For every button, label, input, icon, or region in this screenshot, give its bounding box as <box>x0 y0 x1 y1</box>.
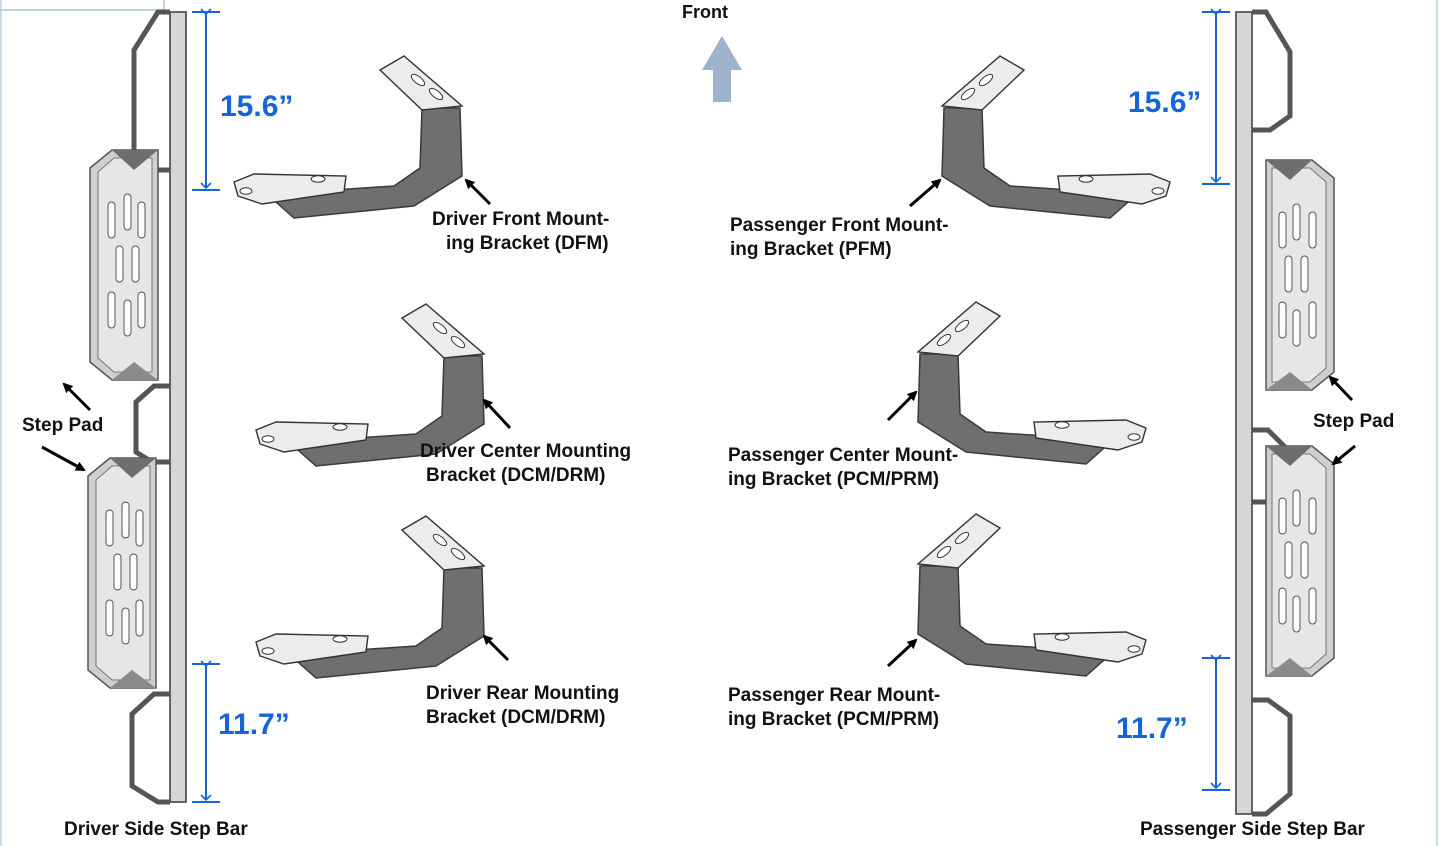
driver-dim-top-line <box>192 8 220 191</box>
driver-front-bracket-label: Driver Front Mount-ing Bracket (DFM) <box>432 209 610 254</box>
passenger-front-bracket-label: Passenger Front Mount-ing Bracket (PFM) <box>730 215 949 260</box>
passenger-step-bar <box>1235 9 1335 817</box>
front-label: Front <box>682 2 728 22</box>
passenger-rear-bracket <box>917 513 1147 677</box>
driver-bar-label: Driver Side Step Bar <box>64 819 248 840</box>
passenger-bar-label: Passenger Side Step Bar <box>1140 819 1365 840</box>
passenger-rear-bracket-label: Passenger Rear Mount-ing Bracket (PCM/PR… <box>728 685 941 730</box>
driver-dim-top: 15.6” <box>220 90 294 123</box>
driver-front-bracket <box>233 55 463 219</box>
passenger-dim-bottom: 11.7” <box>1116 712 1188 745</box>
driver-dim-bottom-line <box>192 660 220 803</box>
driver-rear-bracket <box>255 515 485 679</box>
front-arrow-icon <box>702 36 742 102</box>
passenger-dim-top-line <box>1202 8 1230 185</box>
callout-arrows <box>41 178 1356 668</box>
passenger-dim-top: 15.6” <box>1128 86 1202 119</box>
driver-step-pad-label: Step Pad <box>22 415 104 436</box>
driver-dim-bottom: 11.7” <box>218 708 290 741</box>
passenger-dim-bottom-line <box>1202 654 1230 791</box>
passenger-step-pad-label: Step Pad <box>1313 411 1395 432</box>
passenger-front-bracket <box>941 55 1171 219</box>
passenger-center-bracket <box>917 301 1147 465</box>
passenger-center-bracket-label: Passenger Center Mount-ing Bracket (PCM/… <box>728 445 959 490</box>
driver-step-bar <box>87 9 187 805</box>
